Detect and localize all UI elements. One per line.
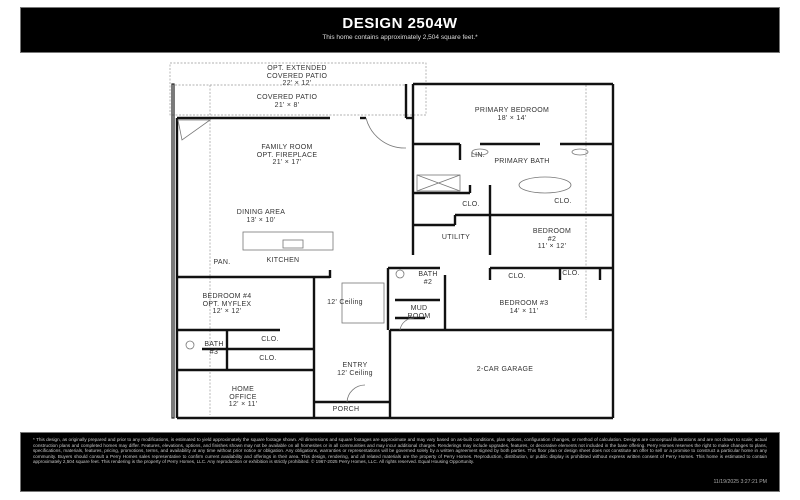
room-opt-extended-patio: OPT. EXTENDED COVERED PATIO 22' × 12' (266, 65, 328, 87)
kitchen-island (242, 231, 334, 251)
room-closet-bedroom-4a: CLO. (261, 336, 279, 343)
patio-door-swing (365, 117, 407, 149)
room-garage: 2-CAR GARAGE (476, 366, 534, 373)
room-mud-room: MUD ROOM (407, 305, 431, 320)
timestamp: 11/19/2025 3:27:21 PM (713, 479, 767, 485)
room-closet-bedroom-3: CLO. (508, 273, 526, 280)
room-entry: ENTRY 12' Ceiling (337, 362, 373, 377)
room-covered-patio: COVERED PATIO 21' × 8' (256, 94, 318, 109)
room-primary-bedroom: PRIMARY BEDROOM 18' × 14' (474, 107, 550, 122)
room-bedroom-3: BEDROOM #3 14' × 11' (499, 300, 549, 315)
room-family: FAMILY ROOM OPT. FIREPLACE 21' × 17' (256, 144, 318, 166)
room-utility: UTILITY (441, 234, 471, 241)
room-closet-bedroom-2: CLO. (562, 270, 580, 277)
room-kitchen: KITCHEN (266, 257, 300, 264)
room-bedroom-4: BEDROOM #4 OPT. MYFLEX 12' × 12' (202, 293, 252, 315)
room-dining: DINING AREA 13' × 10' (236, 209, 286, 224)
room-bedroom-2: BEDROOM #2 11' × 12' (532, 228, 572, 250)
design-title: DESIGN 2504W (342, 15, 458, 32)
opt-extended-patio-outline (169, 62, 427, 116)
room-closet-primary-right: CLO. (554, 198, 572, 205)
design-header: DESIGN 2504W This home contains approxim… (20, 7, 780, 53)
mud-door-swing (399, 317, 415, 331)
room-closet-primary-left: CLO. (462, 201, 480, 208)
room-bath-2: BATH #2 (418, 271, 438, 286)
disclaimer-text: * This design, as originally prepared an… (33, 437, 767, 465)
square-footage-note: This home contains approximately 2,504 s… (322, 34, 478, 41)
bathtub (518, 176, 572, 194)
room-home-office: HOME OFFICE 12' × 11' (228, 386, 258, 408)
room-closet-bedroom-4b: CLO. (259, 355, 277, 362)
room-porch: PORCH (332, 406, 360, 413)
disclaimer-footer: * This design, as originally prepared an… (20, 432, 780, 492)
room-primary-bath: PRIMARY BATH (494, 158, 550, 165)
entry-door-swing (346, 384, 366, 403)
room-hall-ceiling: 12' Ceiling (327, 299, 363, 306)
room-bath-3: BATH #3 (204, 341, 224, 356)
room-pantry: PAN. (213, 259, 231, 266)
room-linen: LIN. (470, 152, 486, 159)
